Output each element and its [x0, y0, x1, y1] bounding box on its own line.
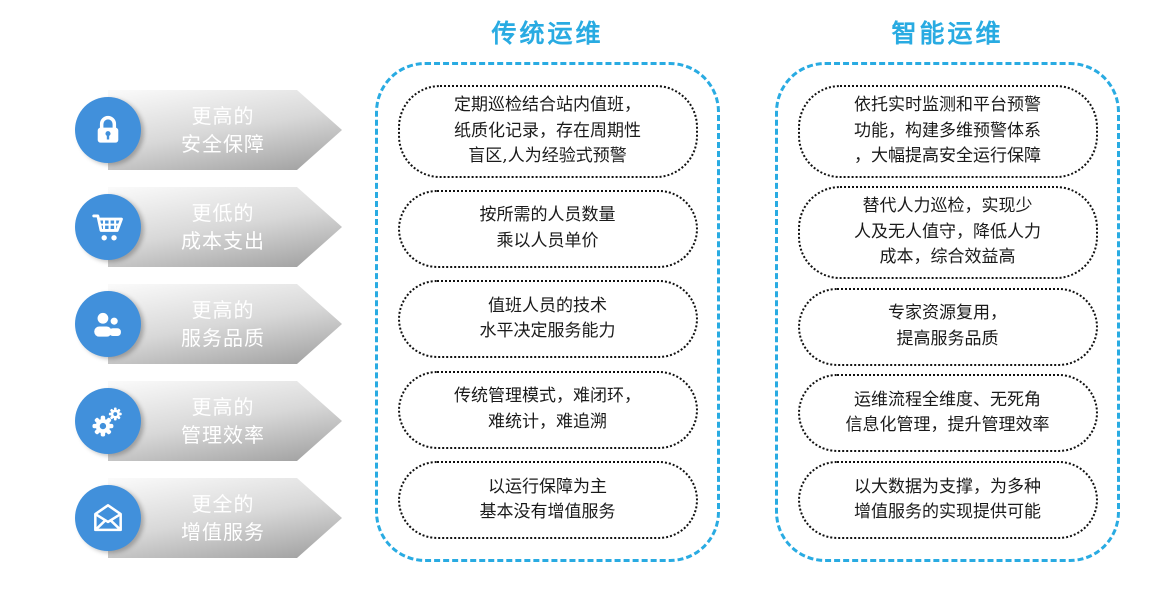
benefit-banner: 更高的 服务品质	[108, 284, 342, 364]
traditional-box-service: 值班人员的技术 水平决定服务能力	[397, 280, 698, 359]
benefit-banner: 更全的 增值服务	[108, 478, 342, 558]
benefit-row-value-added: 更全的 增值服务	[75, 478, 343, 558]
benefit-label-line2: 增值服务	[181, 520, 265, 544]
benefit-row-cost: 更低的 成本支出	[75, 187, 343, 267]
cart-icon	[75, 194, 141, 260]
traditional-ops-title: 传统运维	[491, 19, 604, 48]
traditional-ops-panel: 定期巡检结合站内值班， 纸质化记录，存在周期性 盲区,人为经验式预警 按所需的人…	[375, 62, 720, 562]
benefit-label-line2: 服务品质	[181, 326, 265, 350]
benefit-label-line2: 成本支出	[181, 229, 265, 253]
users-icon	[75, 291, 141, 357]
benefit-label-line1: 更全的	[191, 492, 255, 516]
traditional-box-value: 以运行保障为主 基本没有增值服务	[397, 461, 698, 539]
benefit-rows: 更高的 安全保障 更低的 成本支出	[75, 90, 343, 558]
benefit-row-security: 更高的 安全保障	[75, 90, 343, 170]
intelligent-box-value: 以大数据为支撑，为多种 增值服务的实现提供可能	[797, 461, 1098, 539]
gears-icon	[75, 388, 141, 454]
intelligent-ops-title: 智能运维	[891, 19, 1004, 48]
benefit-banner: 更高的 安全保障	[108, 90, 342, 170]
intelligent-box-security: 依托实时监测和平台预警 功能，构建多维预警体系 ，大幅提高安全运行保障	[797, 85, 1098, 178]
benefit-label-line2: 管理效率	[181, 423, 265, 447]
benefit-banner: 更低的 成本支出	[108, 187, 342, 267]
benefit-label-line2: 安全保障	[181, 132, 265, 156]
intelligent-box-cost: 替代人力巡检，实现少 人及无人值守，降低人力 成本，综合效益高	[797, 186, 1098, 279]
benefit-label-line1: 更低的	[191, 201, 255, 225]
lock-icon	[75, 97, 141, 163]
benefit-label-line1: 更高的	[191, 395, 255, 419]
traditional-box-management: 传统管理模式，难闭环， 难统计，难追溯	[397, 370, 698, 449]
benefit-label-line1: 更高的	[191, 104, 255, 128]
traditional-box-cost: 按所需的人员数量 乘以人员单价	[397, 189, 698, 268]
benefit-label-line1: 更高的	[191, 298, 255, 322]
envelope-icon	[75, 485, 141, 551]
intelligent-box-service: 专家资源复用， 提高服务品质	[797, 287, 1098, 366]
benefit-row-management: 更高的 管理效率	[75, 381, 343, 461]
benefit-row-service: 更高的 服务品质	[75, 284, 343, 364]
intelligent-box-management: 运维流程全维度、无死角 信息化管理，提升管理效率	[797, 374, 1098, 453]
traditional-box-security: 定期巡检结合站内值班， 纸质化记录，存在周期性 盲区,人为经验式预警	[397, 85, 698, 178]
benefit-banner: 更高的 管理效率	[108, 381, 342, 461]
intelligent-ops-panel: 依托实时监测和平台预警 功能，构建多维预警体系 ，大幅提高安全运行保障 替代人力…	[775, 62, 1120, 562]
